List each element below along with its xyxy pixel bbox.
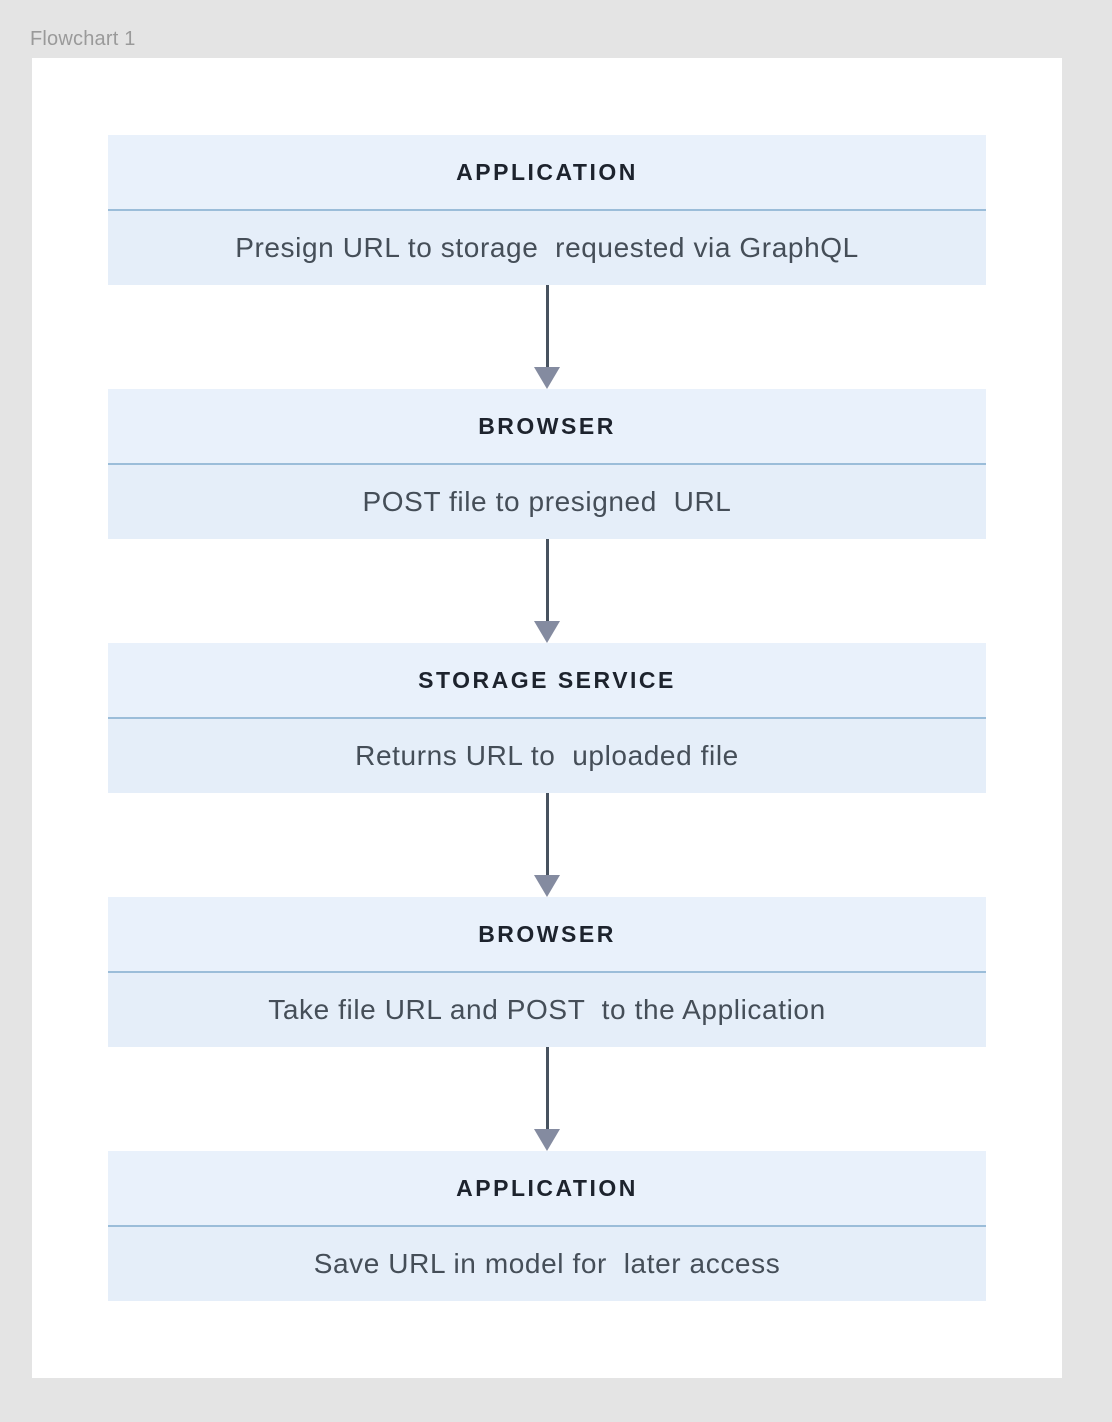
- arrow-down-icon: [534, 285, 560, 389]
- arrow-head: [534, 367, 560, 389]
- step-title: BROWSER: [108, 897, 986, 973]
- step-description: POST file to presigned URL: [362, 486, 732, 517]
- arrow-line: [545, 539, 549, 621]
- arrow-line: [545, 285, 549, 367]
- flow-step-storage-service[interactable]: STORAGE SERVICE Returns URL to uploaded …: [108, 643, 986, 793]
- flow-step-application-2[interactable]: APPLICATION Save URL in model for later …: [108, 1151, 986, 1301]
- step-title: APPLICATION: [108, 1151, 986, 1227]
- flow-step-browser-1[interactable]: BROWSER POST file to presigned URL: [108, 389, 986, 539]
- arrow-line: [545, 1047, 549, 1129]
- step-description: Presign URL to storage requested via Gra…: [235, 232, 859, 263]
- step-title: APPLICATION: [108, 135, 986, 211]
- arrow-down-icon: [534, 793, 560, 897]
- flowchart: APPLICATION Presign URL to storage reque…: [32, 58, 1062, 1301]
- arrow-head: [534, 1129, 560, 1151]
- arrow-down-icon: [534, 539, 560, 643]
- arrow-down-icon: [534, 1047, 560, 1151]
- flow-step-browser-2[interactable]: BROWSER Take file URL and POST to the Ap…: [108, 897, 986, 1047]
- step-title: STORAGE SERVICE: [108, 643, 986, 719]
- arrow-line: [545, 793, 549, 875]
- arrow-head: [534, 621, 560, 643]
- step-title: BROWSER: [108, 389, 986, 465]
- flow-step-application-1[interactable]: APPLICATION Presign URL to storage reque…: [108, 135, 986, 285]
- step-description: Take file URL and POST to the Applicatio…: [268, 994, 826, 1025]
- frame-label[interactable]: Flowchart 1: [30, 28, 136, 50]
- step-description: Save URL in model for later access: [313, 1248, 781, 1279]
- arrow-head: [534, 875, 560, 897]
- flowchart-frame[interactable]: APPLICATION Presign URL to storage reque…: [32, 58, 1062, 1378]
- step-description: Returns URL to uploaded file: [355, 740, 739, 771]
